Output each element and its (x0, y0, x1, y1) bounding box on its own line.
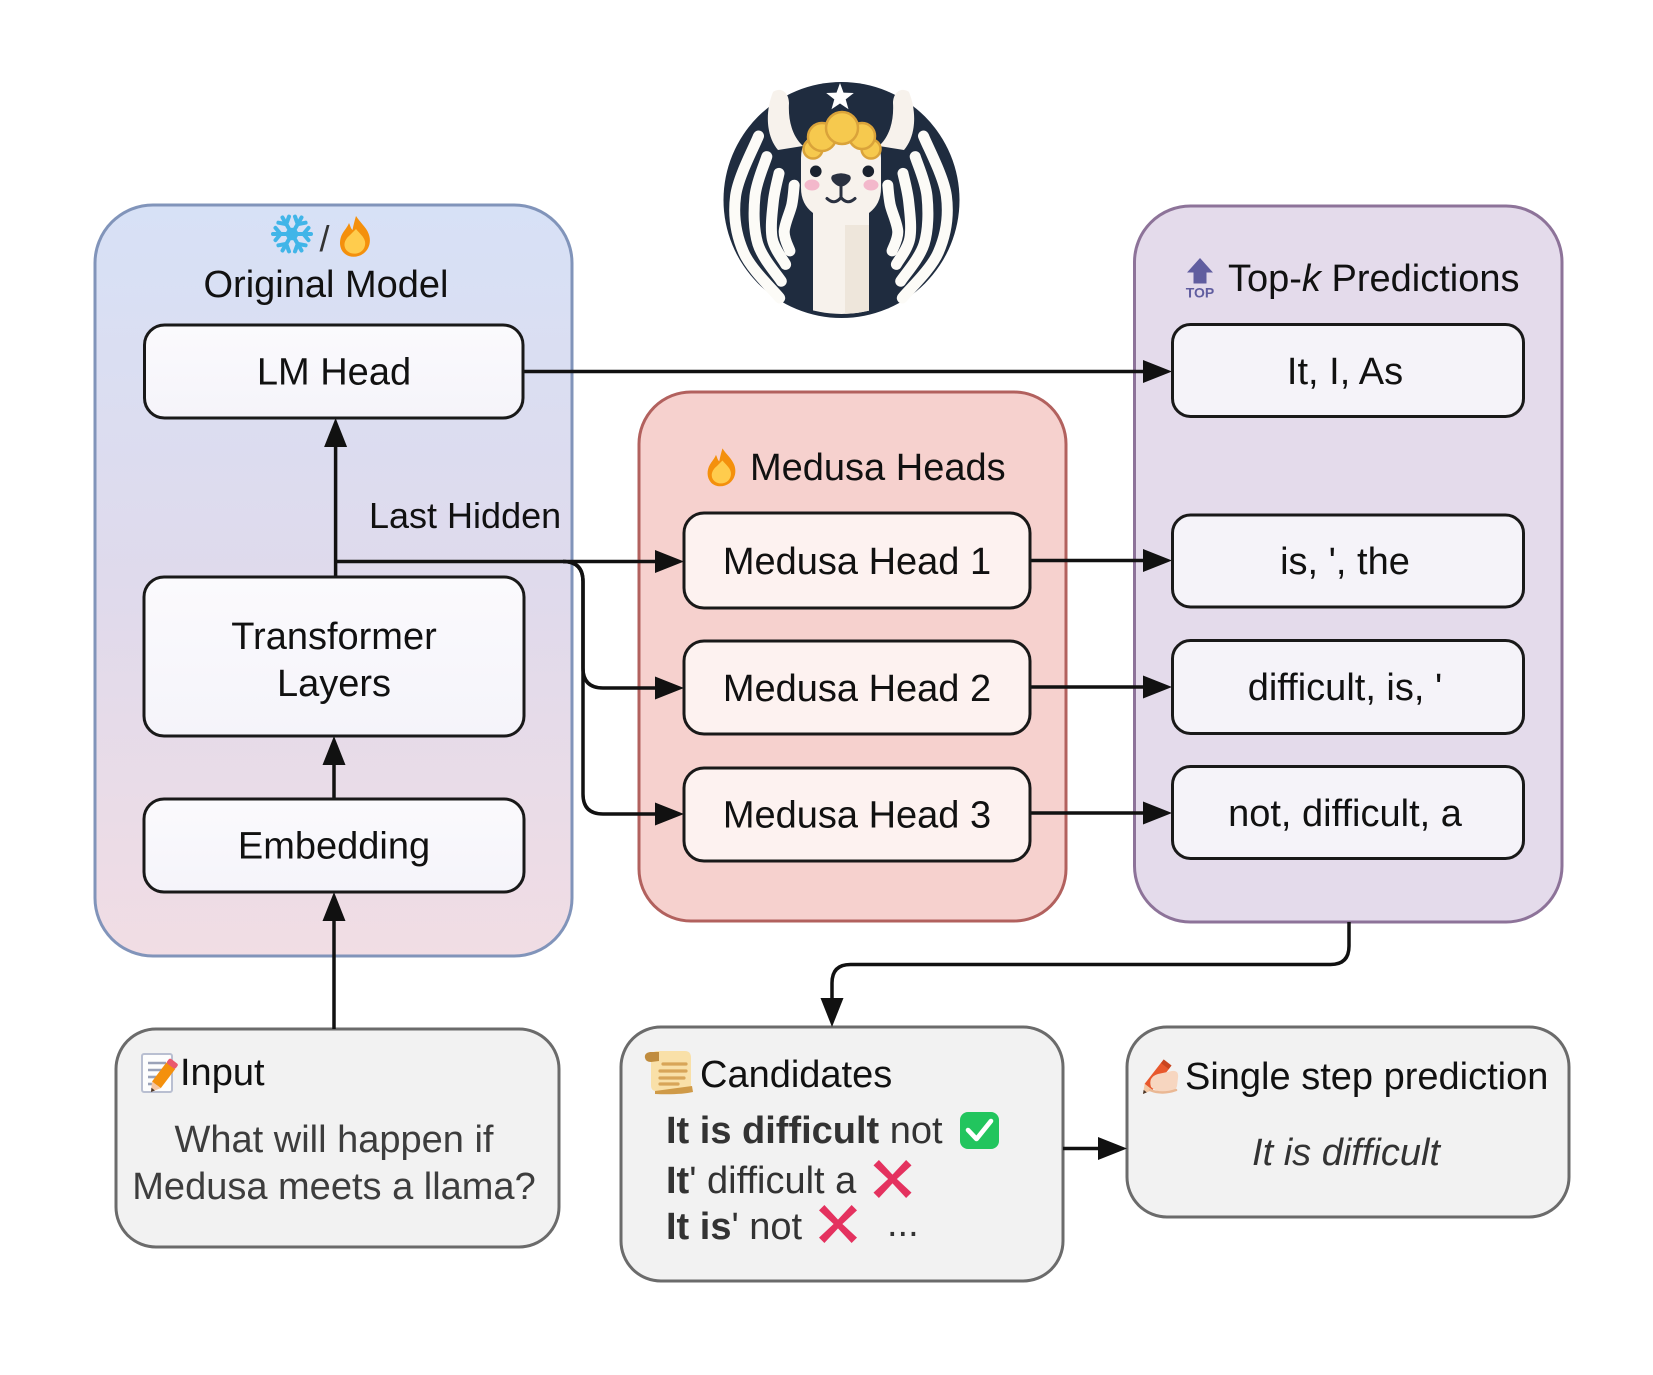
svg-text:/: / (319, 218, 329, 259)
svg-text:Transformer: Transformer (231, 616, 437, 658)
svg-text:not, difficult, a: not, difficult, a (1228, 793, 1463, 835)
svg-text:Input: Input (180, 1052, 265, 1094)
svg-text:Original Model: Original Model (204, 264, 449, 306)
svg-text:What will happen if: What will happen if (175, 1119, 494, 1161)
svg-text:Last Hidden: Last Hidden (369, 495, 561, 536)
svg-text:Single step prediction: Single step prediction (1185, 1056, 1548, 1098)
svg-text:It is' not: It is' not (666, 1206, 803, 1248)
svg-text:TOP: TOP (1186, 285, 1215, 301)
svg-text:It' difficult a: It' difficult a (666, 1160, 857, 1202)
svg-text:difficult, is, ': difficult, is, ' (1248, 667, 1443, 709)
svg-text:Medusa Head 1: Medusa Head 1 (723, 541, 991, 583)
svg-text:Layers: Layers (277, 663, 391, 705)
svg-text:It is difficult: It is difficult (1252, 1132, 1441, 1174)
svg-text:It, I, As: It, I, As (1287, 351, 1403, 393)
svg-text:Medusa Head 2: Medusa Head 2 (723, 668, 991, 710)
svg-text:Candidates: Candidates (700, 1054, 892, 1096)
svg-text:It is difficult not: It is difficult not (666, 1110, 943, 1152)
svg-text:...: ... (887, 1203, 919, 1245)
svg-text:Medusa Head 3: Medusa Head 3 (723, 795, 991, 837)
svg-text:Medusa meets a llama?: Medusa meets a llama? (132, 1166, 535, 1208)
svg-text:Top-k Predictions: Top-k Predictions (1228, 258, 1519, 300)
svg-text:Embedding: Embedding (238, 826, 430, 868)
svg-text:LM Head: LM Head (257, 352, 411, 394)
svg-text:is, ', the: is, ', the (1280, 541, 1410, 583)
svg-text:Medusa Heads: Medusa Heads (750, 447, 1006, 489)
